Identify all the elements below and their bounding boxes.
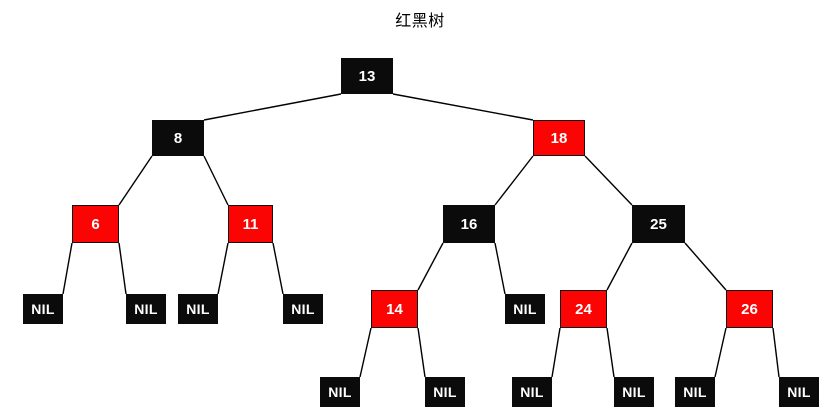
tree-nil-leaf[interactable]: NIL: [614, 377, 654, 407]
diagram-title: 红黑树: [395, 11, 445, 30]
tree-edge: [494, 155, 534, 206]
tree-edge: [217, 242, 229, 295]
tree-edge: [392, 93, 534, 121]
tree-edge: [203, 155, 229, 206]
tree-nil-leaf[interactable]: NIL: [283, 294, 323, 324]
tree-edge: [684, 242, 727, 291]
tree-edge: [272, 242, 284, 295]
tree-node-26[interactable]: 26: [726, 290, 773, 328]
tree-node-11[interactable]: 11: [228, 205, 273, 243]
tree-edge: [62, 242, 73, 295]
tree-edge: [203, 93, 342, 121]
tree-node-6[interactable]: 6: [72, 205, 119, 243]
tree-node-18[interactable]: 18: [533, 120, 585, 156]
tree-edge: [359, 327, 372, 378]
tree-edge: [417, 242, 444, 291]
tree-edge: [417, 327, 426, 378]
tree-nil-leaf[interactable]: NIL: [23, 294, 63, 324]
tree-edge: [118, 155, 153, 206]
tree-edge: [494, 242, 506, 295]
tree-nil-leaf[interactable]: NIL: [320, 377, 360, 407]
tree-node-24[interactable]: 24: [560, 290, 607, 328]
tree-nil-leaf[interactable]: NIL: [425, 377, 465, 407]
tree-node-8[interactable]: 8: [152, 120, 204, 156]
tree-node-25[interactable]: 25: [632, 205, 685, 243]
tree-nil-leaf[interactable]: NIL: [505, 294, 545, 324]
tree-nil-leaf[interactable]: NIL: [779, 377, 819, 407]
tree-node-16[interactable]: 16: [443, 205, 495, 243]
tree-edge: [584, 155, 633, 206]
tree-edge: [118, 242, 127, 295]
tree-nil-leaf[interactable]: NIL: [512, 377, 552, 407]
tree-edge: [714, 327, 727, 378]
tree-nil-leaf[interactable]: NIL: [178, 294, 218, 324]
tree-node-14[interactable]: 14: [371, 290, 418, 328]
tree-nil-leaf[interactable]: NIL: [126, 294, 166, 324]
tree-edge: [551, 327, 561, 378]
tree-edge: [606, 327, 615, 378]
tree-nil-leaf[interactable]: NIL: [675, 377, 715, 407]
tree-edge: [772, 327, 780, 378]
tree-node-13[interactable]: 13: [341, 58, 393, 94]
tree-edge: [606, 242, 633, 291]
